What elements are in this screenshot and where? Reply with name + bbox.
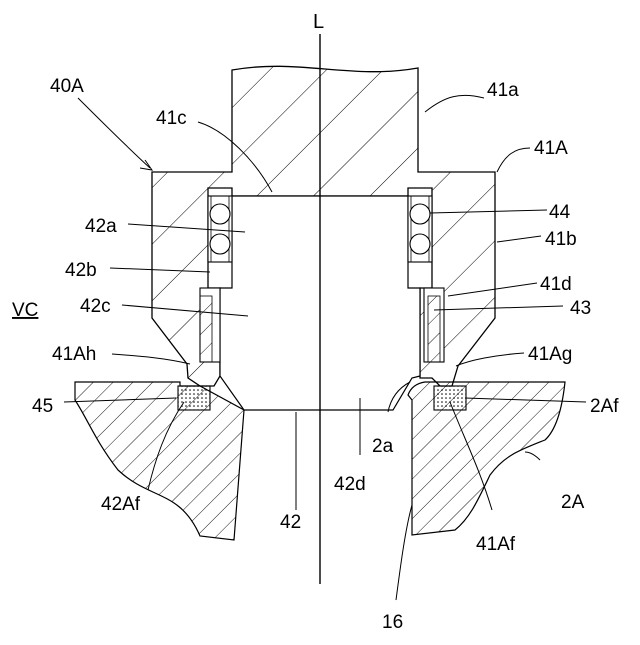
label-43: 43 bbox=[570, 298, 591, 319]
label-41b: 41b bbox=[545, 229, 577, 250]
label-16: 16 bbox=[382, 612, 403, 633]
label-45: 45 bbox=[32, 396, 53, 417]
label-41a: 41a bbox=[487, 80, 519, 101]
label-2Af: 2Af bbox=[590, 396, 619, 417]
label-41d: 41d bbox=[540, 274, 572, 295]
seal-right-43 bbox=[424, 288, 444, 362]
base-left bbox=[75, 382, 244, 540]
seal-left bbox=[200, 288, 220, 362]
label-42d: 42d bbox=[334, 474, 366, 495]
label-VC: VC bbox=[12, 300, 38, 321]
seal-45-right bbox=[434, 386, 466, 410]
label-L: L bbox=[313, 11, 324, 33]
label-42Af: 42Af bbox=[101, 494, 141, 515]
label-44: 44 bbox=[549, 202, 571, 223]
label-42: 42 bbox=[280, 512, 301, 533]
label-41A: 41A bbox=[534, 138, 568, 159]
seal-45-left bbox=[178, 386, 210, 410]
label-41Af: 41Af bbox=[476, 534, 516, 555]
label-41c: 41c bbox=[156, 108, 187, 129]
label-2a: 2a bbox=[372, 436, 394, 457]
label-40A: 40A bbox=[50, 76, 84, 97]
base-right-2A bbox=[408, 382, 565, 535]
label-42b: 42b bbox=[65, 260, 97, 281]
label-41Ah: 41Ah bbox=[52, 344, 96, 365]
bearing-right bbox=[408, 196, 432, 262]
bearing-left bbox=[208, 196, 232, 262]
label-42a: 42a bbox=[85, 216, 117, 237]
label-2A: 2A bbox=[561, 492, 585, 513]
label-42c: 42c bbox=[80, 296, 111, 317]
label-41Ag: 41Ag bbox=[528, 344, 572, 365]
